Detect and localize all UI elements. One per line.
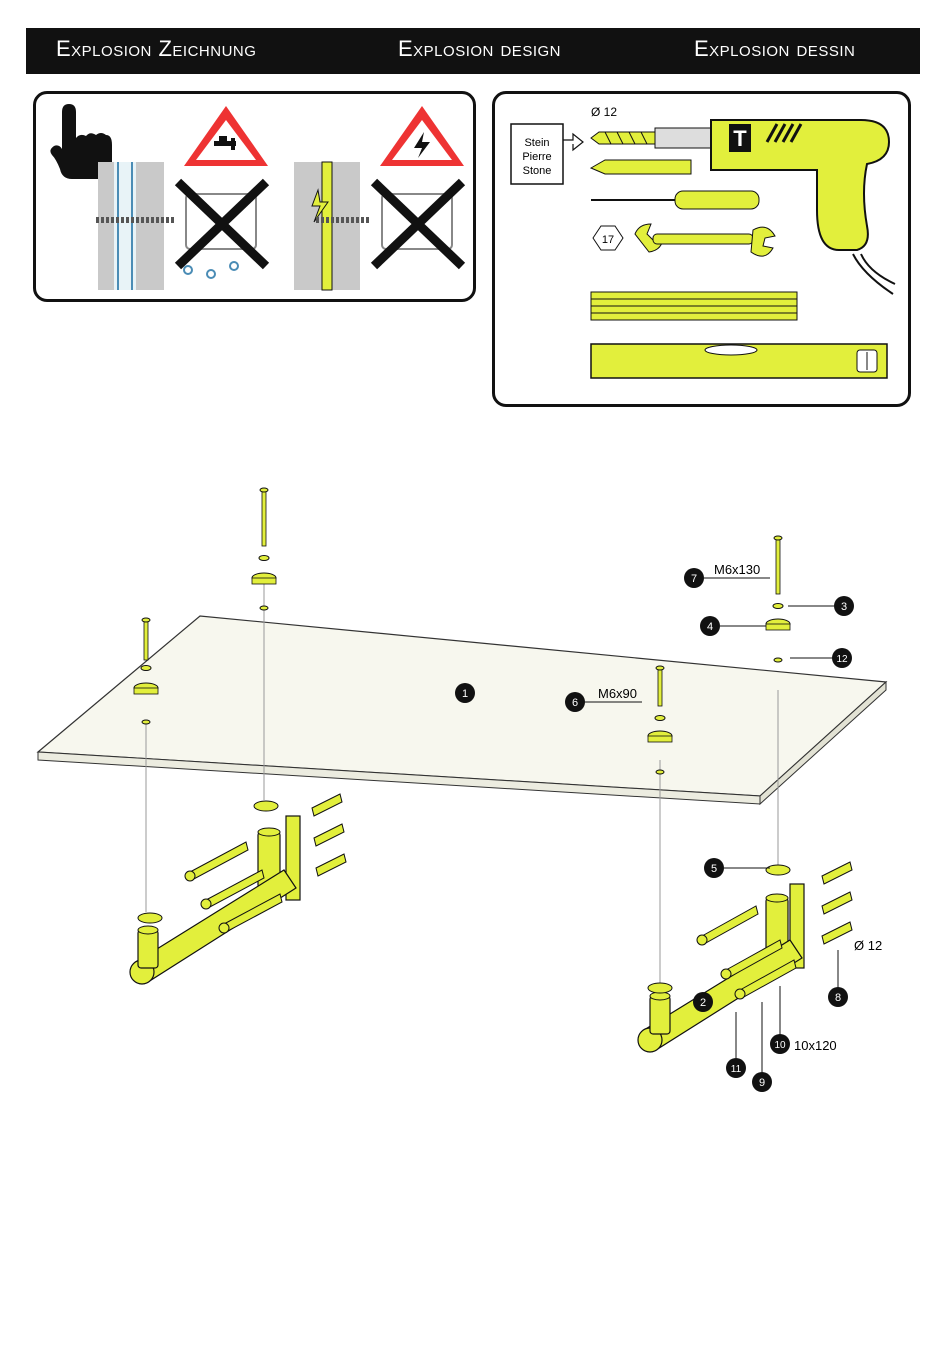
svg-text:10: 10	[774, 1040, 786, 1051]
folding-rule-icon	[591, 292, 797, 320]
callout-8: 8	[828, 987, 848, 1007]
wrench-size-label: 17	[602, 234, 614, 246]
warning-illustration	[36, 94, 473, 299]
wrench-size-badge: 17	[593, 226, 623, 250]
tools-illustration: Stein Pierre Stone Ø 12 T	[495, 94, 908, 404]
wrench-icon	[635, 224, 775, 256]
arrow-icon	[563, 134, 583, 150]
spirit-level-icon	[591, 344, 887, 378]
callout-1: 1	[455, 683, 475, 703]
prohibited-cross-icon	[374, 182, 462, 266]
drill-badge: T	[733, 126, 747, 151]
callout-12: 12	[832, 648, 852, 668]
prohibited-cross-icon	[178, 182, 266, 266]
glass-shelf	[38, 616, 886, 804]
drill-bit-icon	[591, 128, 711, 148]
water-warning-icon	[184, 106, 268, 166]
callout-11: 11	[726, 1058, 746, 1078]
bolt-long-size-label: M6x130	[714, 562, 760, 577]
svg-text:11: 11	[731, 1064, 742, 1075]
title-english: Explosion design	[398, 36, 561, 62]
wall-bracket-right	[638, 862, 852, 1052]
callout-9: 9	[752, 1072, 772, 1092]
title-german: Explosion Zeichnung	[56, 36, 256, 62]
bolt-right-rear	[766, 536, 790, 662]
drill-size-label: Ø 12	[591, 105, 617, 119]
title-bar: Explosion Zeichnung Explosion design Exp…	[26, 28, 920, 74]
tools-panel: Stein Pierre Stone Ø 12 T	[492, 91, 911, 407]
callout-2: 2	[693, 992, 713, 1012]
wall-bracket-left	[130, 794, 346, 984]
wall-electric-cable	[294, 162, 370, 290]
svg-text:3: 3	[841, 601, 847, 613]
svg-text:9: 9	[759, 1077, 765, 1089]
callout-7: 7	[684, 568, 704, 588]
callout-10: 10	[770, 1034, 790, 1054]
svg-text:8: 8	[835, 992, 841, 1004]
material-label-de: Stein	[524, 137, 549, 149]
svg-text:4: 4	[707, 621, 713, 633]
chisel-icon	[591, 160, 691, 174]
material-label-fr: Pierre	[522, 151, 551, 163]
title-french: Explosion dessin	[694, 36, 855, 62]
screw-size-label: 10x120	[794, 1038, 837, 1053]
dowel-size-label: Ø 12	[854, 938, 882, 953]
bolt-short-size-label: M6x90	[598, 686, 637, 701]
warning-panel	[33, 91, 476, 302]
svg-text:12: 12	[836, 654, 848, 665]
callout-4: 4	[700, 616, 720, 636]
exploded-assembly-diagram: 1 2 3 4 5 6 7 8 9 10 11 12	[0, 470, 950, 1110]
callout-5: 5	[704, 858, 724, 878]
svg-text:2: 2	[700, 997, 706, 1009]
screwdriver-icon	[591, 191, 759, 209]
callout-3: 3	[834, 596, 854, 616]
svg-text:5: 5	[711, 863, 717, 875]
svg-text:6: 6	[572, 697, 578, 709]
svg-text:7: 7	[691, 573, 697, 585]
svg-text:1: 1	[462, 688, 468, 700]
electric-warning-icon	[380, 106, 464, 166]
callout-6: 6	[565, 692, 585, 712]
material-label-en: Stone	[523, 165, 552, 177]
